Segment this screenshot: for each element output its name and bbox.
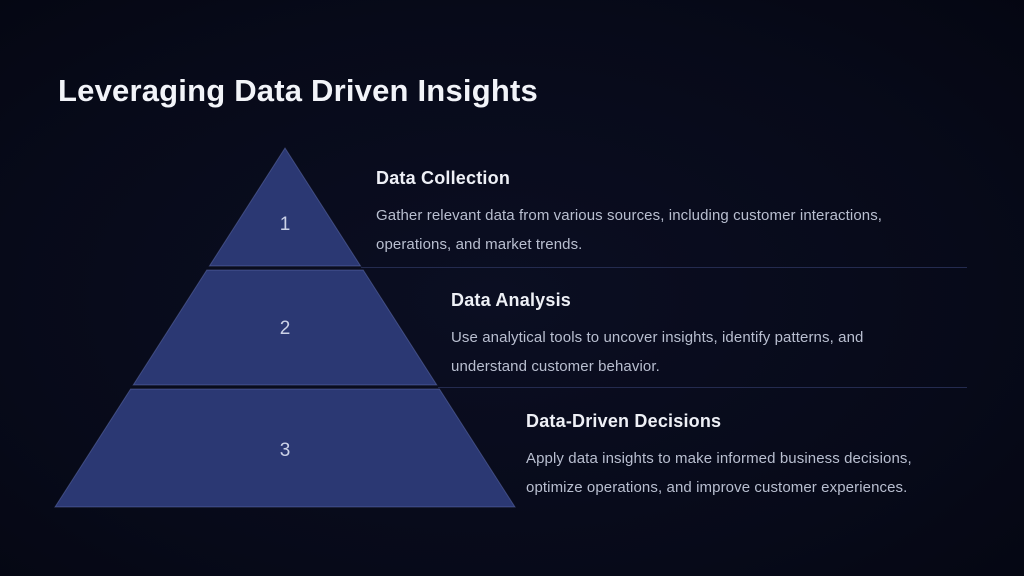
section-body: Gather relevant data from various source… (376, 207, 883, 253)
section-body: Apply data insights to make informed bus… (526, 450, 912, 496)
pyramid-tier-1-number: 1 (279, 214, 291, 235)
pyramid-tier-2-shape (132, 269, 438, 386)
section-data-collection: Data Collection Gather relevant data fro… (376, 166, 976, 259)
section-data-analysis: Data Analysis Use analytical tools to un… (451, 288, 971, 381)
section-heading: Data-Driven Decisions (526, 411, 722, 431)
pyramid-tier-3-number: 3 (279, 440, 291, 461)
section-heading: Data Analysis (451, 290, 571, 310)
section-divider-1 (361, 267, 967, 268)
pyramid-tier-2-number: 2 (279, 318, 291, 339)
section-divider-2 (438, 387, 967, 388)
pyramid-diagram (54, 147, 516, 508)
section-data-driven-decisions: Data-Driven Decisions Apply data insight… (526, 409, 976, 502)
slide-title: Leveraging Data Driven Insights (58, 73, 538, 108)
pyramid-tier-3-shape (54, 388, 516, 508)
section-heading: Data Collection (376, 168, 511, 188)
section-body: Use analytical tools to uncover insights… (451, 329, 864, 375)
pyramid-tier-1-shape (208, 147, 362, 267)
